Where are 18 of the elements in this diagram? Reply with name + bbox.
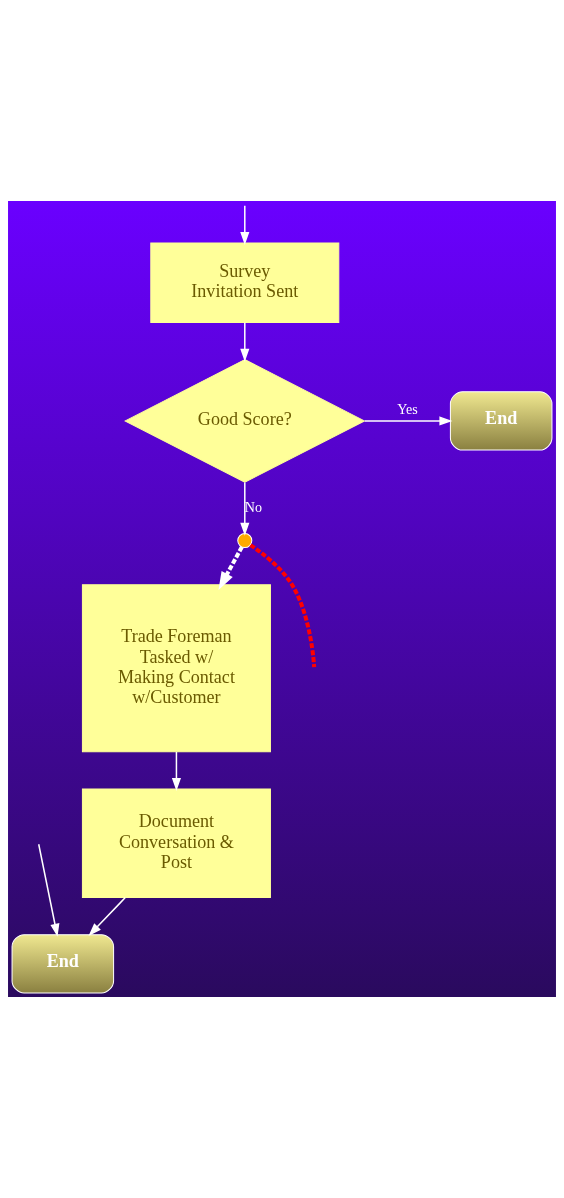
connector — [249, 543, 317, 668]
node-box: Survey Invitation Sent — [150, 242, 340, 323]
arrow — [240, 205, 250, 246]
edge-label: Yes — [397, 401, 418, 418]
node-circle — [237, 533, 253, 549]
node-box: End — [449, 391, 553, 451]
arrow — [171, 751, 181, 791]
node-box: Document Conversation & Post — [81, 788, 271, 898]
arrow — [363, 416, 453, 426]
node-diamond: Good Score? — [124, 359, 366, 483]
node-box: End — [11, 934, 115, 994]
arrow — [240, 321, 250, 362]
arrow — [37, 843, 60, 937]
node-box: Trade Foreman Tasked w/ Making Contact w/Customer — [81, 584, 271, 753]
edge-label: No — [244, 498, 262, 515]
arrow — [218, 546, 244, 590]
arrow — [240, 481, 250, 536]
arrow — [88, 896, 127, 936]
